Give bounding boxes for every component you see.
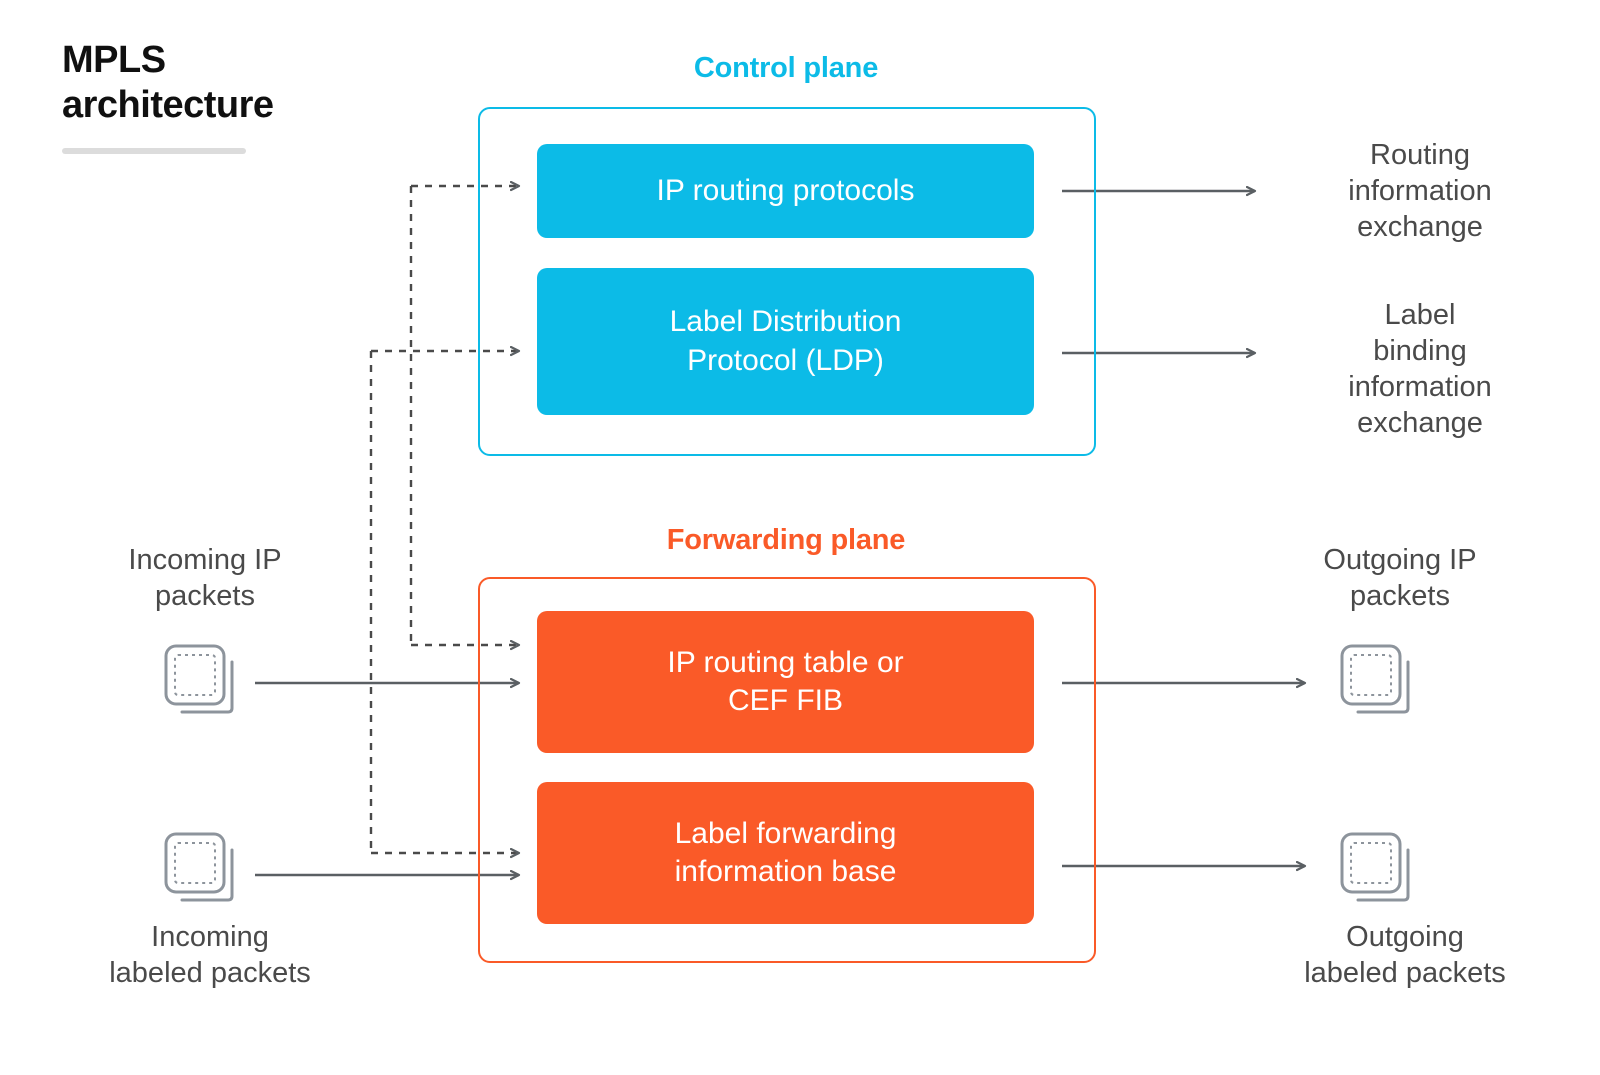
forwarding-plane-frame — [478, 577, 1096, 963]
label-incoming-ip-packets: Incoming IP packets — [128, 544, 282, 612]
page-title-block: MPLS architecture — [62, 38, 392, 154]
packet-stack-icon — [1340, 644, 1410, 714]
label-label-binding-information-exchange: Label binding information exchange — [1348, 299, 1492, 439]
label-outgoing-labeled-packets: Outgoing labeled packets — [1304, 921, 1506, 989]
control-plane-heading: Control plane — [693, 52, 879, 84]
box-ip-routing-protocols[interactable]: IP routing protocols — [537, 144, 1034, 238]
page-title: MPLS architecture — [62, 39, 274, 126]
packet-stack-icon — [1340, 832, 1410, 902]
control-plane-frame — [478, 107, 1096, 456]
label-outgoing-ip-packets: Outgoing IP packets — [1323, 544, 1477, 612]
box-label-forwarding-information-base[interactable]: Label forwarding information base — [537, 782, 1034, 924]
box-label-distribution-protocol[interactable]: Label Distribution Protocol (LDP) — [537, 268, 1034, 415]
label-incoming-labeled-packets: Incoming labeled packets — [109, 921, 311, 989]
title-divider — [62, 147, 246, 154]
label-routing-information-exchange: Routing information exchange — [1348, 139, 1492, 243]
box-ip-routing-table-or-cef-fib[interactable]: IP routing table or CEF FIB — [537, 611, 1034, 753]
packet-stack-icon — [164, 644, 234, 714]
packet-stack-icon — [164, 832, 234, 902]
forwarding-plane-heading: Forwarding plane — [666, 524, 906, 556]
